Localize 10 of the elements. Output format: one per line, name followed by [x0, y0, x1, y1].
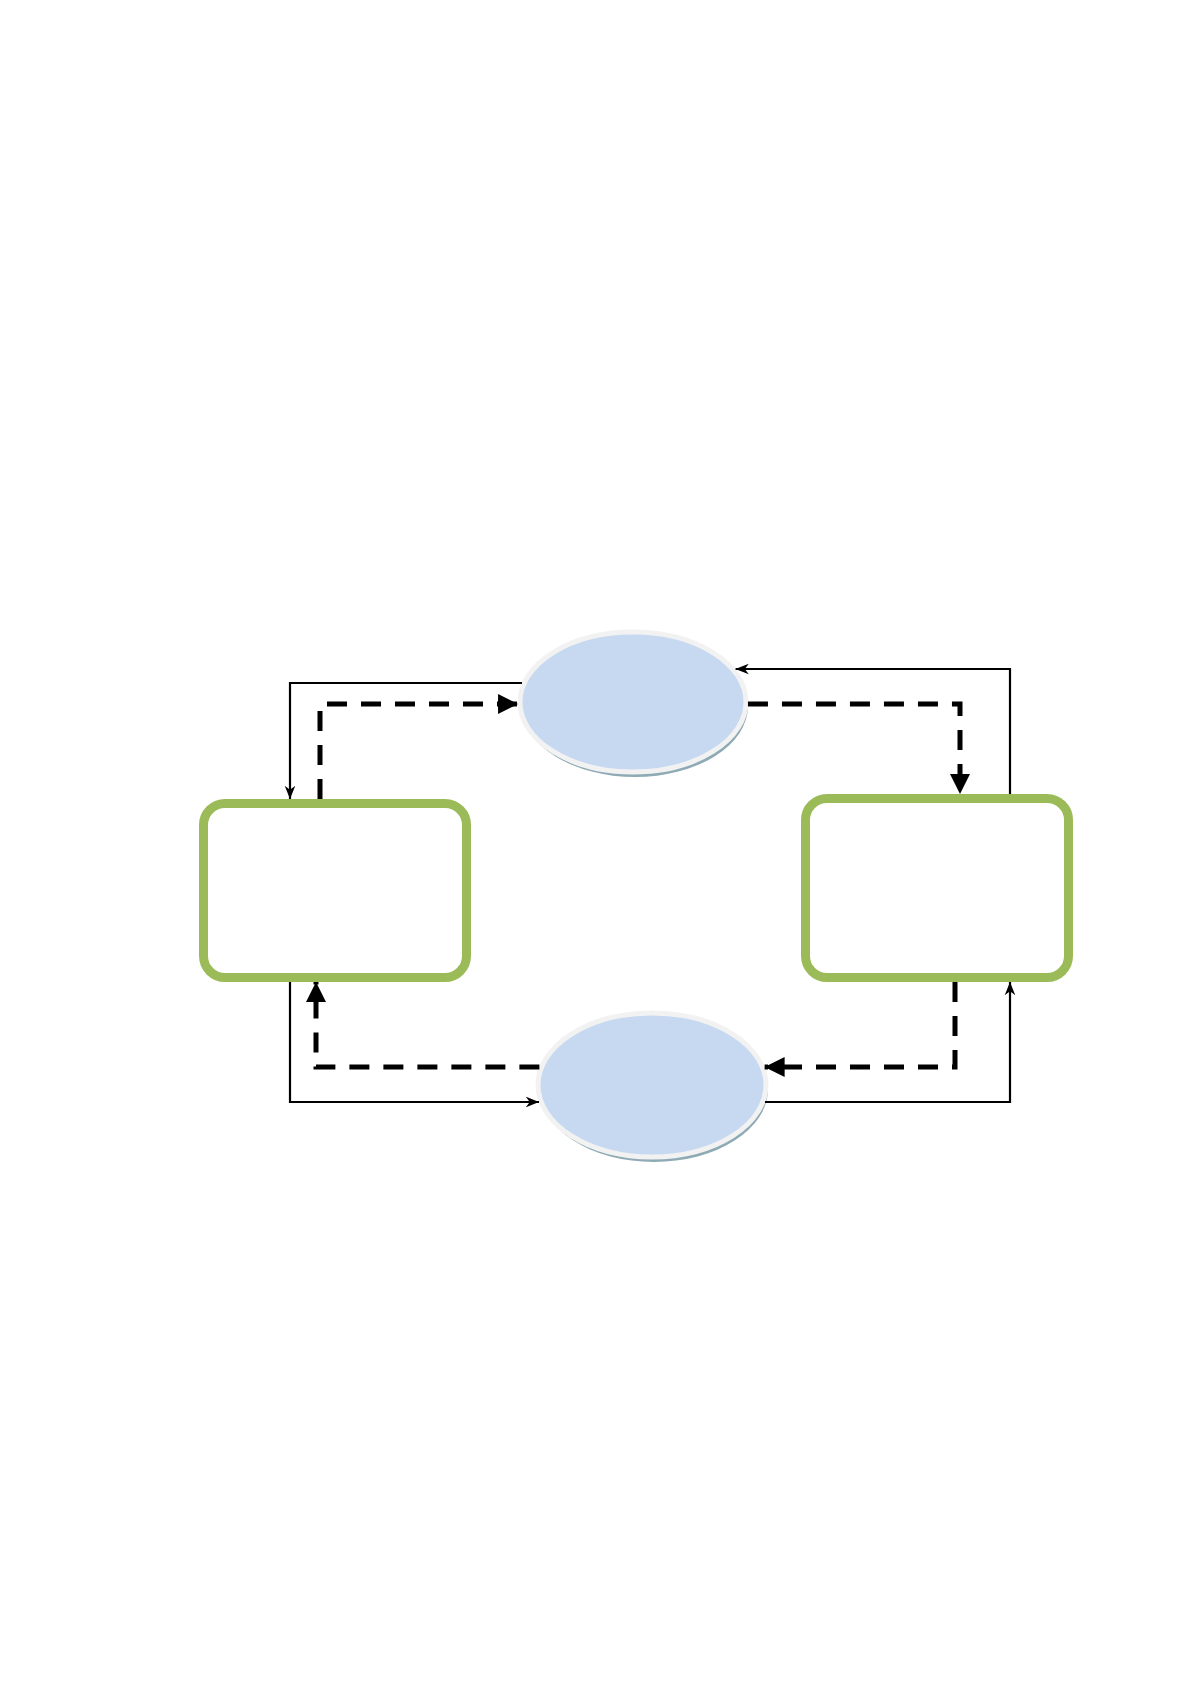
- rounded-box: [801, 794, 1073, 982]
- dashed-arrow: [764, 982, 958, 1077]
- arrow: [288, 982, 539, 1108]
- dashed-arrow: [306, 982, 540, 1070]
- dashed-arrow: [747, 701, 970, 794]
- arrow: [735, 663, 1012, 794]
- arrow: [284, 681, 522, 799]
- rounded-box: [199, 799, 471, 982]
- arrow: [765, 982, 1016, 1104]
- dashed-arrow: [317, 694, 519, 799]
